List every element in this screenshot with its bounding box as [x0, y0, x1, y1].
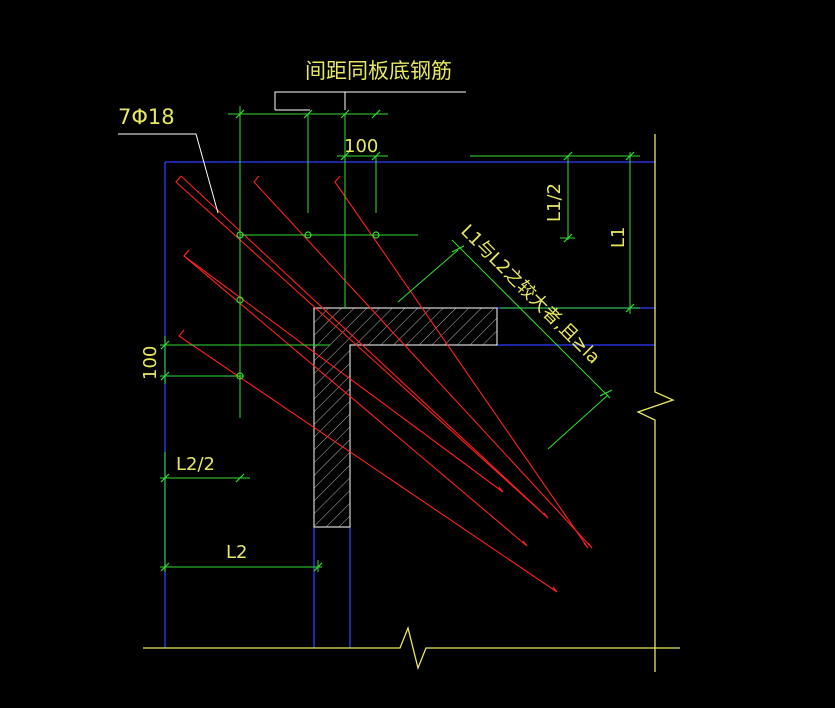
bar-marker: [304, 231, 312, 239]
dim-100-left-label: 100: [140, 346, 161, 380]
dim-l2-half-label: L2/2: [176, 454, 215, 475]
length-note-label: L1与L2之较大者,且≥la: [456, 221, 604, 369]
dimension-ticks: [160, 109, 635, 572]
rebar-5: [183, 249, 528, 547]
dimension-lines: [160, 106, 640, 572]
bar-marker: [372, 231, 380, 239]
dim-l2-label: L2: [226, 542, 247, 563]
spacing-note-label: 间距同板底钢筋: [305, 59, 452, 83]
bar-marker: [236, 372, 244, 380]
dim-100-top-label: 100: [344, 136, 378, 157]
right-break-line: [636, 134, 675, 672]
dim-l1-label: L1: [608, 227, 629, 248]
dim-l1-half-label: L1/2: [544, 183, 565, 222]
rebar-3: [334, 175, 589, 549]
bar-markers: [236, 231, 380, 380]
bottom-break-line: [143, 625, 680, 671]
rebar-spec-label: 7Φ18: [118, 105, 175, 129]
corner-rebars: [175, 175, 593, 593]
rebar-6: [178, 329, 558, 593]
leader-lines: [118, 91, 466, 214]
rebar-2: [253, 175, 593, 549]
break-lines: [143, 134, 680, 672]
bar-marker: [236, 231, 244, 239]
bar-marker: [236, 296, 244, 304]
wall-corner: [313, 307, 498, 528]
